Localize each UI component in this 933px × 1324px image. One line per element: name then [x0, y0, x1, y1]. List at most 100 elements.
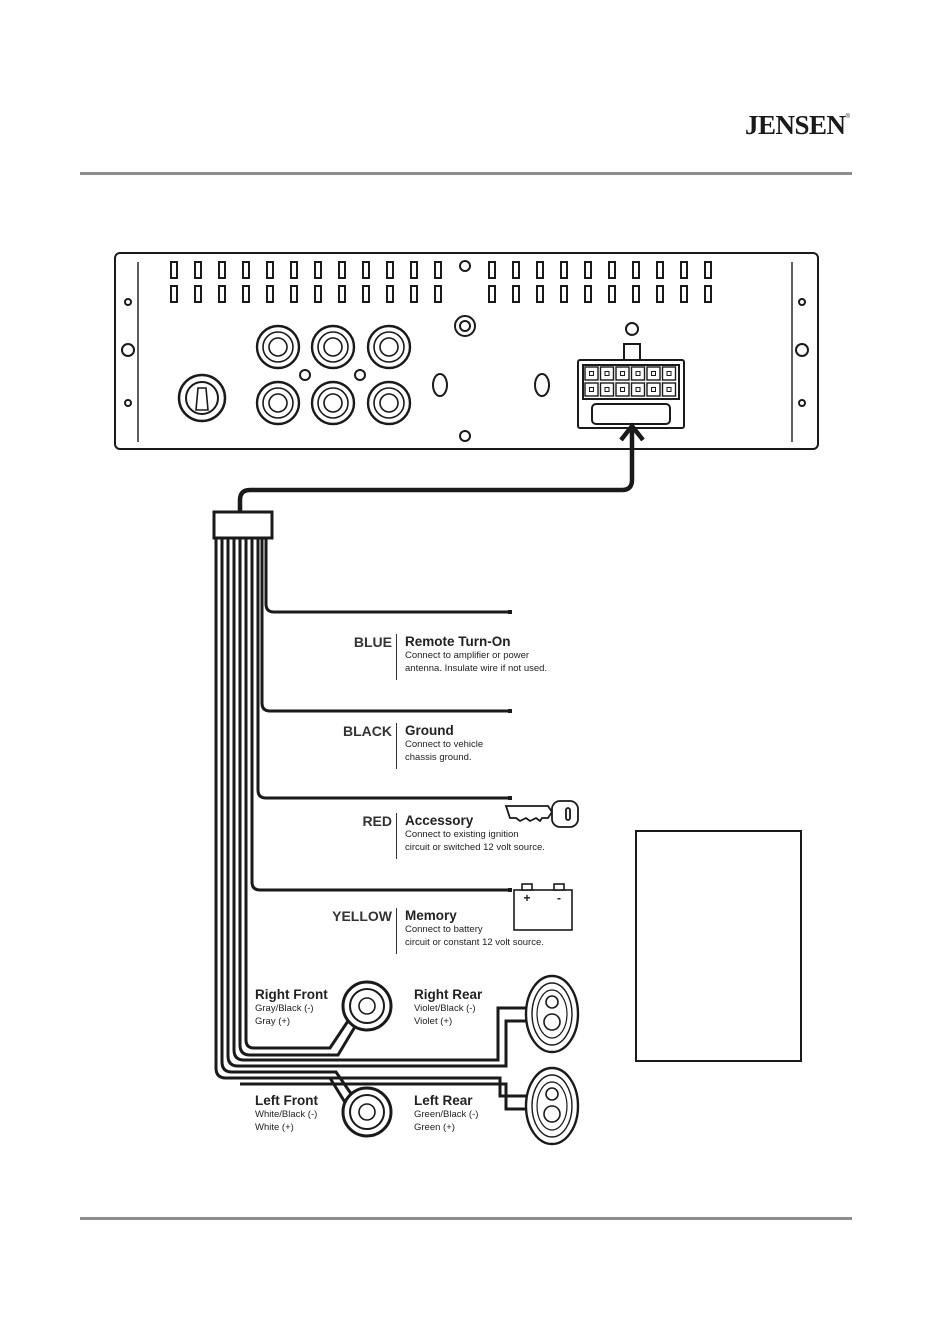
wire-instruction: antenna. Insulate wire if not used.: [405, 663, 548, 674]
wire-blue: [264, 538, 508, 614]
vent-slot: [338, 261, 346, 279]
speaker-title: Right Front: [255, 987, 328, 1002]
vent-slot: [608, 285, 616, 303]
rca-jack-icon: [310, 324, 356, 370]
vent-slot: [704, 261, 712, 279]
wire-instruction: circuit or switched 12 volt source.: [405, 842, 545, 853]
plug-arrow-icon: [619, 422, 645, 442]
screw-hole: [459, 430, 471, 442]
right-rear-terminal: [545, 995, 559, 1009]
rca-jack-ring: [262, 331, 294, 363]
wire-instruction: Connect to existing ignition: [405, 829, 519, 840]
wire-instruction: circuit or constant 12 volt source.: [405, 937, 544, 948]
wire-end: [508, 888, 512, 892]
pin-contact: [604, 387, 610, 392]
rca-jack-ring: [373, 331, 405, 363]
connector-pin: [615, 382, 630, 397]
slot-hole: [534, 373, 550, 397]
wire-instruction: Connect to amplifier or power: [405, 650, 530, 661]
wire-function: Memory: [405, 908, 457, 923]
vent-slot: [536, 261, 544, 279]
speaker-title: Right Rear: [414, 987, 483, 1002]
rca-jack-center: [379, 337, 399, 357]
vent-slot: [338, 285, 346, 303]
vent-slot: [584, 285, 592, 303]
left-rear-terminal: [545, 1087, 559, 1101]
speaker-neg-wire: Gray/Black (-): [255, 1003, 314, 1014]
wire-end: [508, 709, 512, 713]
left-rear-terminal: [543, 1105, 561, 1123]
pin-contact: [589, 387, 594, 392]
wire-color: RED: [362, 813, 392, 829]
wire-right-rear-pos: [226, 538, 530, 1068]
speaker-label-left-rear: Left Rear Green/Black (-) Green (+): [414, 1093, 478, 1134]
wire-left-front-pos: [214, 538, 348, 1105]
wire-end: [508, 796, 512, 800]
vent-slot: [290, 285, 298, 303]
wire-left-rear-pos: [240, 1082, 530, 1111]
wire-function: Accessory: [405, 813, 474, 828]
vent-slot: [170, 261, 178, 279]
front-speakers: [341, 980, 393, 1138]
rca-jacks: [255, 324, 412, 426]
key-hole: [565, 807, 571, 821]
ground-stud-icon: [454, 315, 476, 337]
wire-color: BLUE: [353, 634, 392, 650]
vent-slot: [680, 285, 688, 303]
connector-pins: [584, 366, 677, 397]
vent-slot: [290, 261, 298, 279]
battery-minus-label: -: [557, 891, 561, 905]
speaker-pos-wire: Gray (+): [255, 1016, 291, 1027]
screw-icon: [798, 298, 806, 306]
rca-jack-icon: [255, 324, 301, 370]
mount-hole-icon: [121, 343, 135, 357]
vent-slot: [194, 285, 202, 303]
vent-slot: [386, 261, 394, 279]
brand-logo: JENSEN®: [745, 110, 850, 141]
connector-pin: [646, 366, 661, 381]
speaker-label-right-front: Right Front Gray/Black (-) Gray (+): [255, 987, 328, 1028]
speaker-neg-wire: Green/Black (-): [414, 1109, 479, 1120]
speaker-neg-wire: White/Black (-): [255, 1109, 318, 1120]
battery-icon: + -: [513, 883, 573, 931]
wire-left-rear-neg: [240, 1076, 530, 1098]
vent-slot: [608, 261, 616, 279]
vent-slot: [386, 285, 394, 303]
note-box: [635, 830, 802, 1062]
rca-jack-ring: [317, 331, 349, 363]
vent-slot: [362, 261, 370, 279]
wire-desc-yellow: Memory Connect to battery circuit or con…: [396, 908, 544, 954]
left-front-speaker-dome: [358, 1103, 376, 1121]
wire-left-front-neg: [220, 538, 356, 1099]
right-rear-terminal: [543, 1013, 561, 1031]
vent-slot: [170, 285, 178, 303]
chassis-outline: [114, 252, 819, 450]
pin-contact: [620, 371, 625, 376]
connector-pin: [661, 382, 677, 397]
vent-slot: [266, 261, 274, 279]
connector-pin-block: [582, 364, 680, 400]
wire-instruction: Connect to battery: [405, 924, 483, 935]
battery-plus-label: +: [523, 891, 530, 905]
antenna-jack-icon: [177, 373, 227, 423]
speaker-pos-wire: Green (+): [414, 1122, 455, 1133]
rca-jack-ring: [262, 387, 294, 419]
vent-slot: [410, 261, 418, 279]
vent-slot: [242, 285, 250, 303]
wire-yellow: [250, 538, 508, 892]
vent-slot: [632, 285, 640, 303]
wire-desc-black: Ground Connect to vehicle chassis ground…: [396, 723, 483, 769]
vent-slot: [362, 285, 370, 303]
slot-hole: [432, 373, 448, 397]
rca-jack-icon: [255, 380, 301, 426]
right-front-speaker-dome: [358, 997, 376, 1015]
screw-hole: [459, 260, 471, 272]
speaker-neg-wire: Violet/Black (-): [414, 1003, 476, 1014]
wire-right-front-neg: [238, 538, 358, 1057]
battery-body: [513, 889, 573, 931]
wire-function: Remote Turn-On: [405, 634, 511, 649]
vent-slot: [488, 261, 496, 279]
mount-hole-icon: [795, 343, 809, 357]
pin-contact: [651, 387, 656, 392]
